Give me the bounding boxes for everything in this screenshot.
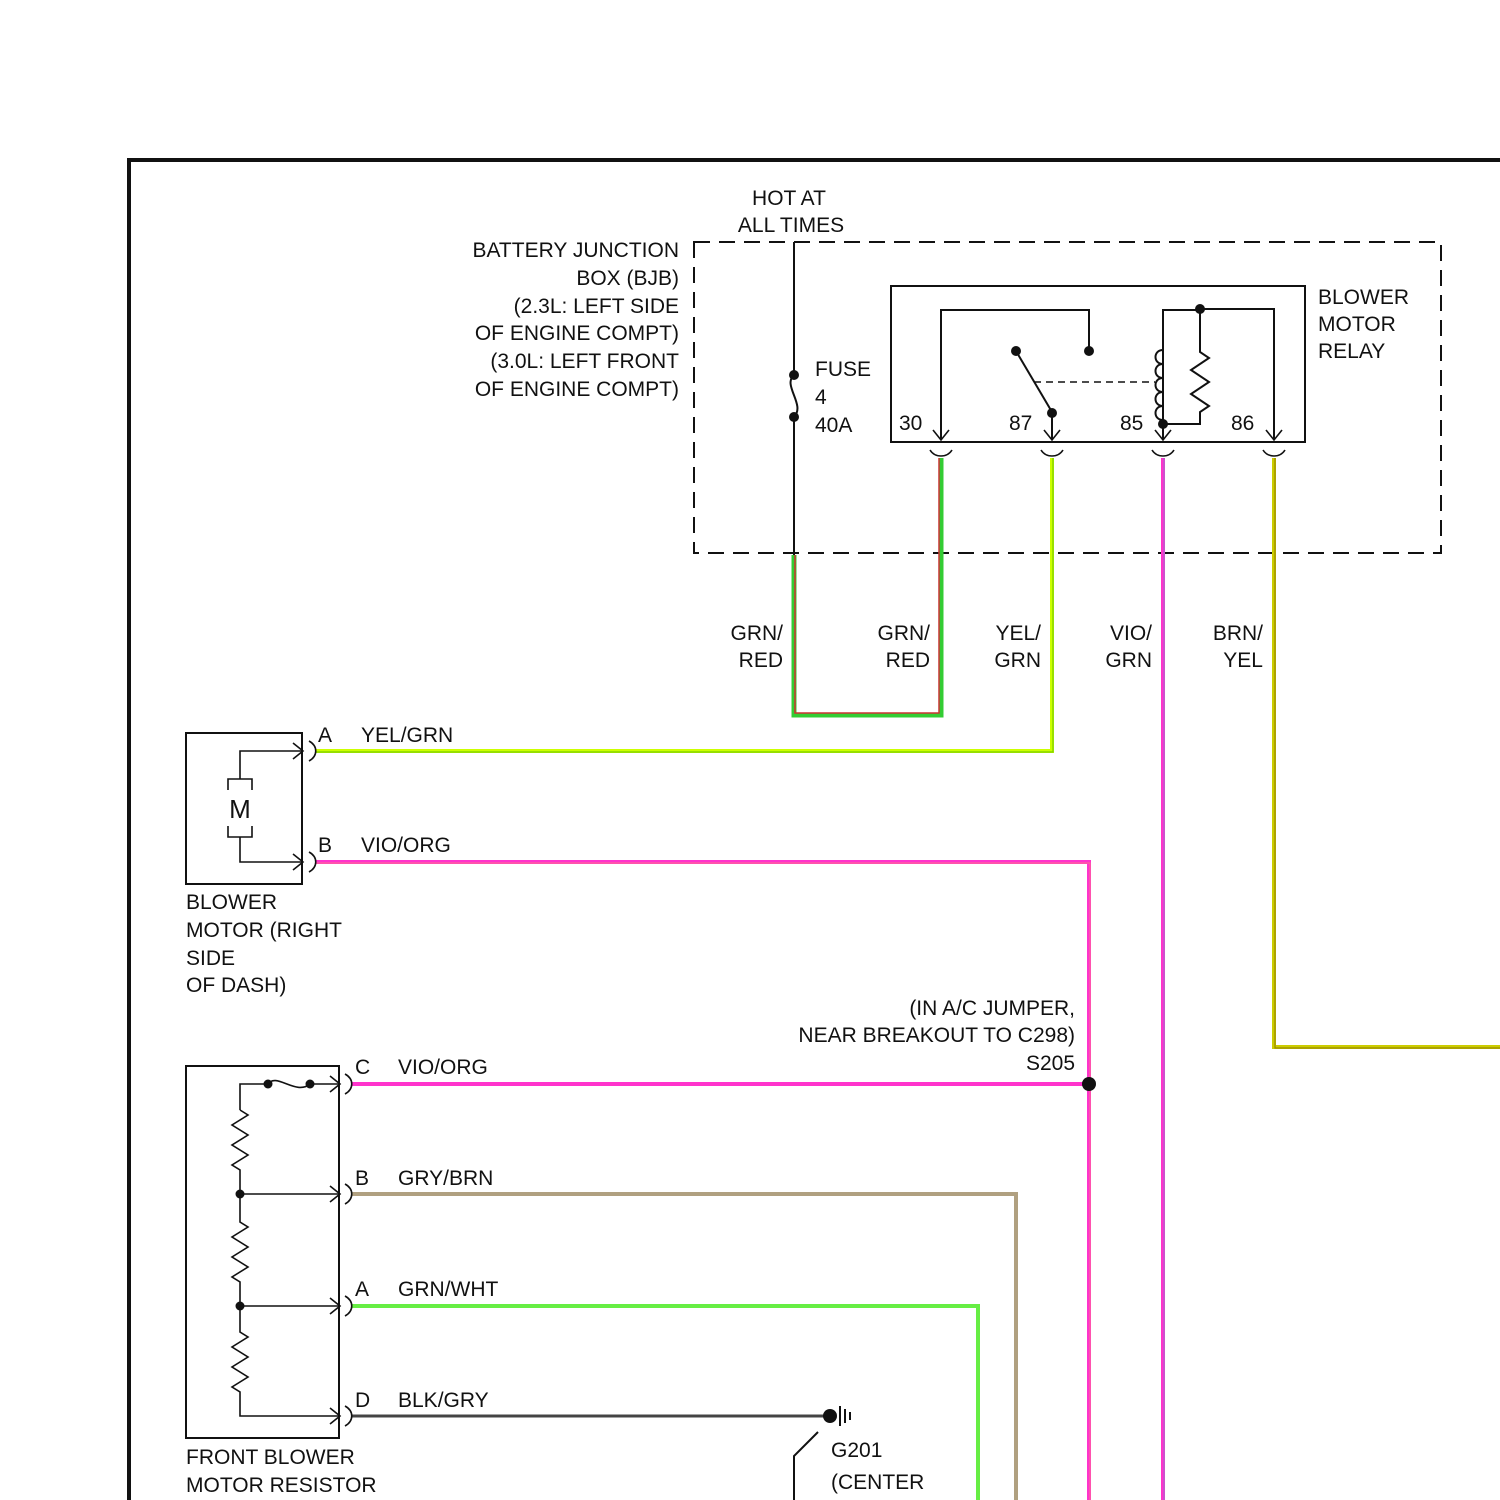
relay-pin-30: 30: [899, 412, 922, 435]
hot-label-line2: ALL TIMES: [738, 214, 844, 237]
blower-motor-pin-b: B: [318, 834, 332, 857]
svg-text:FUSE: FUSE: [815, 358, 871, 381]
resistor-network: [232, 1076, 340, 1424]
resistor-connectors: [345, 1074, 352, 1426]
fuse-symbol: [789, 370, 799, 422]
svg-text:MOTOR (RIGHT: MOTOR (RIGHT: [186, 919, 342, 942]
blower-motor-connectors: [309, 741, 316, 872]
wire-brn-yel-tracer: [1275, 458, 1500, 1048]
wire-gry-brn: [352, 1194, 1016, 1500]
svg-text:BLOWER: BLOWER: [1318, 286, 1409, 309]
wire-label-vio-grn: VIO/ GRN: [1105, 622, 1152, 672]
resistor-pin-c: C: [355, 1056, 370, 1079]
resistor-box: [186, 1066, 339, 1438]
resistor-wire-c: VIO/ORG: [398, 1056, 488, 1079]
blower-motor-wire-b: VIO/ORG: [361, 834, 451, 857]
wire-label-grn-red-2: GRN/ RED: [878, 622, 931, 672]
splice-s205-label: (IN A/C JUMPER, NEAR BREAKOUT TO C298) S…: [798, 997, 1075, 1075]
svg-text:YEL/: YEL/: [995, 622, 1041, 645]
relay-pin-86: 86: [1231, 412, 1254, 435]
svg-text:GRN/: GRN/: [731, 622, 784, 645]
wire-label-yel-grn: YEL/ GRN: [994, 622, 1041, 672]
wire-grn-red: [794, 458, 941, 715]
svg-text:(CENTER: (CENTER: [831, 1471, 924, 1494]
blower-motor-label: BLOWER MOTOR (RIGHT SIDE OF DASH): [186, 891, 342, 997]
svg-text:(3.0L: LEFT FRONT: (3.0L: LEFT FRONT: [490, 350, 679, 373]
svg-text:G201: G201: [831, 1439, 882, 1462]
svg-text:YEL: YEL: [1223, 649, 1263, 672]
svg-text:S205: S205: [1026, 1052, 1075, 1075]
relay-pin-87: 87: [1009, 412, 1032, 435]
svg-text:RED: RED: [886, 649, 930, 672]
svg-text:40A: 40A: [815, 414, 852, 437]
svg-text:BOX (BJB): BOX (BJB): [576, 267, 679, 290]
resistor-label: FRONT BLOWER MOTOR RESISTOR: [186, 1446, 377, 1497]
svg-text:BATTERY JUNCTION: BATTERY JUNCTION: [472, 239, 679, 262]
svg-text:4: 4: [815, 386, 827, 409]
svg-text:OF ENGINE COMPT): OF ENGINE COMPT): [475, 378, 679, 401]
svg-text:GRN: GRN: [994, 649, 1041, 672]
svg-text:BRN/: BRN/: [1213, 622, 1263, 645]
blower-motor-symbol: M: [228, 743, 303, 870]
resistor-pin-d: D: [355, 1389, 370, 1412]
svg-text:GRN/: GRN/: [878, 622, 931, 645]
svg-text:M: M: [229, 794, 251, 824]
svg-text:MOTOR RESISTOR: MOTOR RESISTOR: [186, 1474, 377, 1497]
wire-label-grn-red-1: GRN/ RED: [731, 622, 784, 672]
resistor-wire-d: BLK/GRY: [398, 1389, 489, 1412]
wire-label-brn-yel: BRN/ YEL: [1213, 622, 1263, 672]
fuse-label: FUSE 4 40A: [815, 358, 871, 437]
svg-text:SIDE: SIDE: [186, 947, 235, 970]
hot-label-line1: HOT AT: [752, 187, 826, 210]
svg-text:OF DASH): OF DASH): [186, 974, 286, 997]
bjb-label: BATTERY JUNCTION BOX (BJB) (2.3L: LEFT S…: [472, 239, 679, 401]
svg-text:MOTOR: MOTOR: [1318, 313, 1396, 336]
blower-motor-pin-a: A: [318, 724, 332, 747]
resistor-wire-b: GRY/BRN: [398, 1167, 493, 1190]
svg-text:RELAY: RELAY: [1318, 340, 1385, 363]
svg-text:OF ENGINE COMPT): OF ENGINE COMPT): [475, 322, 679, 345]
resistor-pin-a: A: [355, 1278, 369, 1301]
svg-text:FRONT BLOWER: FRONT BLOWER: [186, 1446, 355, 1469]
svg-text:(2.3L: LEFT SIDE: (2.3L: LEFT SIDE: [514, 295, 679, 318]
svg-text:VIO/: VIO/: [1110, 622, 1152, 645]
resistor-wire-a: GRN/WHT: [398, 1278, 498, 1301]
wire-grn-red-tracer: [795, 458, 939, 713]
svg-text:RED: RED: [739, 649, 783, 672]
resistor-pin-b: B: [355, 1167, 369, 1190]
svg-text:(IN A/C JUMPER,: (IN A/C JUMPER,: [909, 997, 1075, 1020]
svg-text:NEAR BREAKOUT TO C298): NEAR BREAKOUT TO C298): [798, 1024, 1075, 1047]
relay-pin-85: 85: [1120, 412, 1143, 435]
svg-text:BLOWER: BLOWER: [186, 891, 277, 914]
ground-g201-label: G201 (CENTER: [831, 1439, 924, 1494]
blower-motor-relay-label: BLOWER MOTOR RELAY: [1318, 286, 1409, 363]
relay-coil: [1156, 304, 1275, 440]
splice-s205-dot: [1082, 1077, 1096, 1091]
blower-motor-wire-a: YEL/GRN: [361, 724, 453, 747]
wire-brn-yel: [1274, 458, 1500, 1047]
svg-text:GRN: GRN: [1105, 649, 1152, 672]
